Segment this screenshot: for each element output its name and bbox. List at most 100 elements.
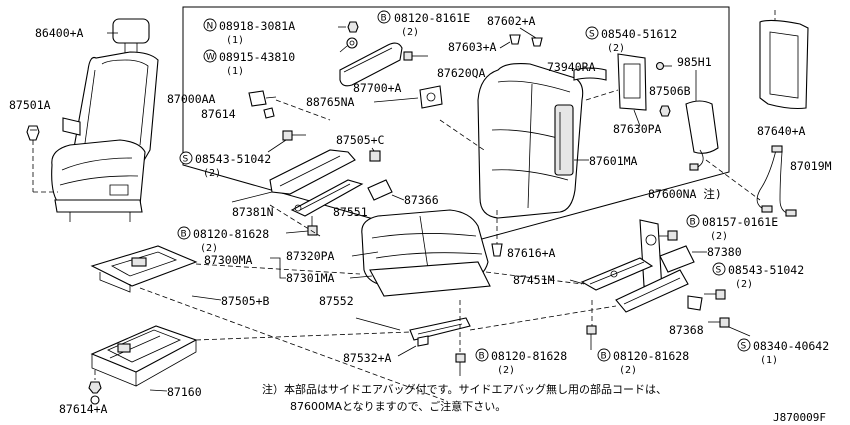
label-87640A: 87640+A <box>757 124 806 138</box>
label-87300MA: 87300MA <box>204 253 253 267</box>
seat-side-frame-87451M <box>580 257 654 291</box>
qty-08157: (2) <box>710 231 728 242</box>
qty-81628a: (2) <box>200 243 218 254</box>
label-08540-51612: 08540-51612 <box>601 27 677 41</box>
label-87160: 87160 <box>167 385 202 399</box>
label-87000AA: 87000AA <box>167 92 216 106</box>
label-08120-81628-a: 08120-81628 <box>193 227 269 241</box>
label-87381N: 87381N <box>232 205 274 219</box>
label-08340-40642: 08340-40642 <box>753 339 829 353</box>
footnote-line-1: 注）本部品はサイドエアバッグ付です。サイドエアバッグ無し用の部品コードは、 <box>262 382 667 396</box>
qty-08915: (1) <box>226 66 244 77</box>
label-87600NA: 87600NA 注) <box>648 187 722 201</box>
label-08157-0161E: 08157-0161E <box>702 215 778 229</box>
marker-N: N <box>207 22 214 32</box>
clip-87501A <box>26 125 40 141</box>
label-87614: 87614 <box>201 107 236 121</box>
qty-08918: (1) <box>226 35 244 46</box>
label-87616A: 87616+A <box>507 246 556 260</box>
clip-87616A <box>491 243 503 257</box>
side-airbag-985H1 <box>685 100 719 154</box>
nut-87506B <box>659 105 671 117</box>
cap-87614A <box>88 381 102 405</box>
qty-08543b: (2) <box>735 279 753 290</box>
airbag-module-bracket-87630PA <box>617 53 647 111</box>
label-985H1: 985H1 <box>677 55 712 69</box>
label-87506B: 87506B <box>649 84 691 98</box>
harness-87019M <box>756 145 797 217</box>
knob-87368 <box>687 295 703 311</box>
label-87019M: 87019M <box>790 159 832 173</box>
footnote-line-2: 87600MAとなりますので、ご注意下さい。 <box>290 399 506 413</box>
label-08120-81628-c: 08120-81628 <box>613 349 689 363</box>
screw-08340 <box>708 317 730 328</box>
seat-assembly-illustration <box>51 18 159 222</box>
marker-S-08543a: S <box>183 155 189 165</box>
label-08120-81628-b: 08120-81628 <box>491 349 567 363</box>
marker-B-08157: B <box>690 218 696 228</box>
seat-adjuster-87551 <box>290 179 364 217</box>
marker-S-08340: S <box>741 342 747 352</box>
label-87551: 87551 <box>333 205 368 219</box>
label-87601MA: 87601MA <box>589 154 638 168</box>
label-73940RA: 73940RA <box>547 60 596 74</box>
armrest-bracket-87620QA <box>419 85 443 109</box>
bolt-81628b <box>455 353 466 376</box>
label-08543-51042-b: 08543-51042 <box>728 263 804 277</box>
label-87603A: 87603+A <box>448 40 497 54</box>
qty-08543a: (2) <box>203 168 221 179</box>
label-87380: 87380 <box>707 245 742 259</box>
label-87451M: 87451M <box>513 273 555 287</box>
clip-87602A <box>531 37 543 47</box>
label-88765NA: 88765NA <box>306 95 355 109</box>
seat-pad-87301MA <box>369 261 491 297</box>
screw-icon <box>655 61 672 71</box>
label-08543-51042-a: 08543-51042 <box>195 152 271 166</box>
nut-icon <box>347 21 359 33</box>
label-87602A: 87602+A <box>487 14 536 28</box>
label-87505B: 87505+B <box>221 294 270 308</box>
label-08918-3081A: 08918-3081A <box>219 19 295 33</box>
label-87320PA: 87320PA <box>286 249 335 263</box>
label-87501A: 87501A <box>9 98 51 112</box>
label-87301MA: 87301MA <box>286 271 335 285</box>
label-87700A: 87700+A <box>353 81 402 95</box>
qty-81628c: (2) <box>619 365 637 376</box>
back-board-87640A <box>759 10 809 110</box>
rod-87552 <box>355 317 401 331</box>
cover-87505C <box>369 150 381 162</box>
seat-back-illustration <box>477 63 584 219</box>
headrest-guide-73940RA <box>573 67 607 81</box>
knob-87000AA <box>248 90 267 107</box>
label-87366: 87366 <box>404 193 439 207</box>
screw-08543a <box>282 130 306 141</box>
label-87620QA: 87620QA <box>437 66 486 80</box>
bolt-81628c <box>586 325 597 350</box>
label-87532A: 87532+A <box>343 351 392 365</box>
seat-slide-87160 <box>90 325 198 387</box>
marker-W: W <box>206 53 215 63</box>
rail-cover-87532A <box>409 317 471 347</box>
armrest-87700A <box>339 42 403 87</box>
knob-87366 <box>367 179 393 201</box>
cap-87614 <box>263 107 275 119</box>
label-08120-8161E: 08120-8161E <box>394 11 470 25</box>
qty-81628b: (2) <box>497 365 515 376</box>
bolt-icon <box>403 51 428 61</box>
label-08915-43810: 08915-43810 <box>219 50 295 64</box>
qty-08340: (1) <box>760 355 778 366</box>
marker-B-81628b: B <box>479 352 485 362</box>
qty-08120-8161E: (2) <box>401 27 419 38</box>
clip-87603A <box>509 34 521 45</box>
marker-B-08120-8161E: B <box>381 14 387 24</box>
marker-S-08543b: S <box>716 266 722 276</box>
marker-S-08540: S <box>589 30 595 40</box>
label-86400A: 86400+A <box>35 26 84 40</box>
recliner-cover-plate <box>615 269 689 313</box>
recliner-87380 <box>639 219 695 291</box>
marker-B-81628a: B <box>181 230 187 240</box>
diagram-reference: J870009F <box>773 411 826 424</box>
washer-icon <box>346 37 358 49</box>
label-87368: 87368 <box>669 323 704 337</box>
label-87505C: 87505+C <box>336 133 385 147</box>
